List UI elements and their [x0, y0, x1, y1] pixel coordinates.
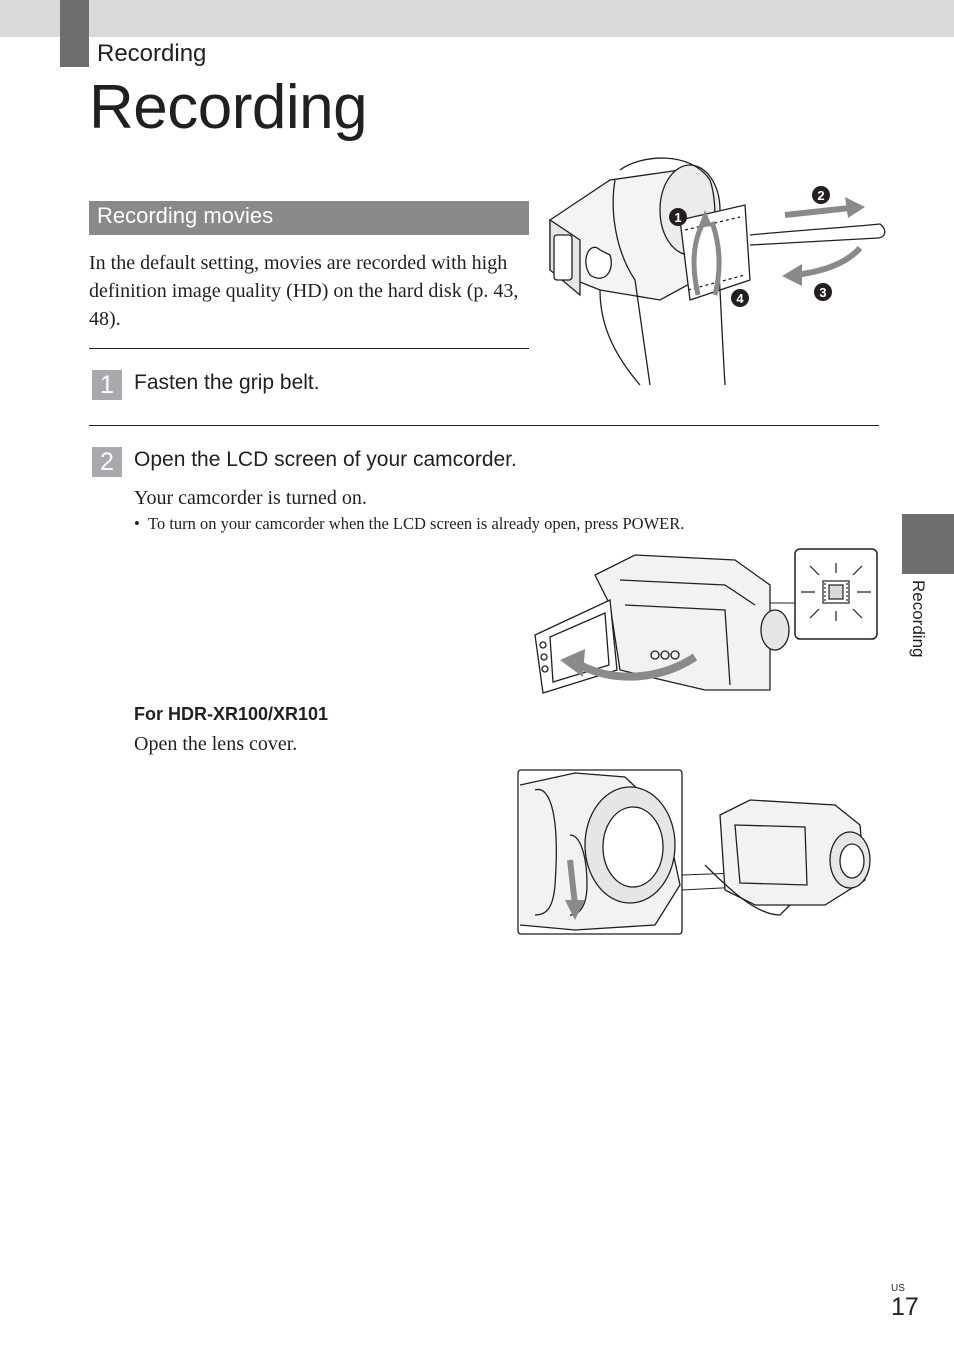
callout-1: 1	[669, 208, 687, 226]
callout-4: 4	[731, 289, 749, 307]
grip-belt-illustration: 1 2 3 4	[549, 157, 886, 386]
model-body: Open the lens cover.	[134, 733, 298, 755]
step-2-heading: Open the LCD screen of your camcorder.	[134, 448, 517, 471]
callout-2: 2	[812, 186, 830, 204]
step-2-note: • To turn on your camcorder when the LCD…	[134, 514, 685, 533]
section-tab-label: Recording	[909, 580, 928, 658]
lens-cover-illustration	[517, 769, 871, 935]
svg-text:4: 4	[736, 291, 744, 306]
section-bar	[89, 201, 529, 235]
svg-text:3: 3	[819, 285, 826, 300]
svg-text:1: 1	[674, 210, 681, 225]
section-tab	[902, 514, 954, 574]
model-heading: For HDR-XR100/XR101	[134, 704, 329, 724]
running-head: Recording	[97, 40, 207, 67]
note-text: To turn on your camcorder when the LCD s…	[148, 514, 685, 533]
step-1-heading: Fasten the grip belt.	[134, 371, 320, 394]
step-number-2: 2	[92, 447, 122, 477]
callout-3: 3	[814, 283, 832, 301]
movie-mode-icon	[801, 563, 871, 621]
page-title: Recording	[89, 73, 368, 142]
step-number-1: 1	[92, 370, 122, 400]
intro-paragraph: In the default setting, movies are recor…	[89, 252, 519, 330]
header-block	[60, 0, 89, 67]
page-country-code: US	[891, 1283, 905, 1294]
step-2-body: Your camcorder is turned on.	[134, 487, 367, 509]
page-number: 17	[891, 1293, 919, 1321]
section-title: Recording movies	[97, 203, 274, 228]
lcd-open-illustration	[534, 548, 878, 694]
divider	[89, 425, 879, 426]
header-band	[0, 0, 954, 37]
divider	[89, 348, 529, 349]
svg-text:2: 2	[817, 188, 824, 203]
